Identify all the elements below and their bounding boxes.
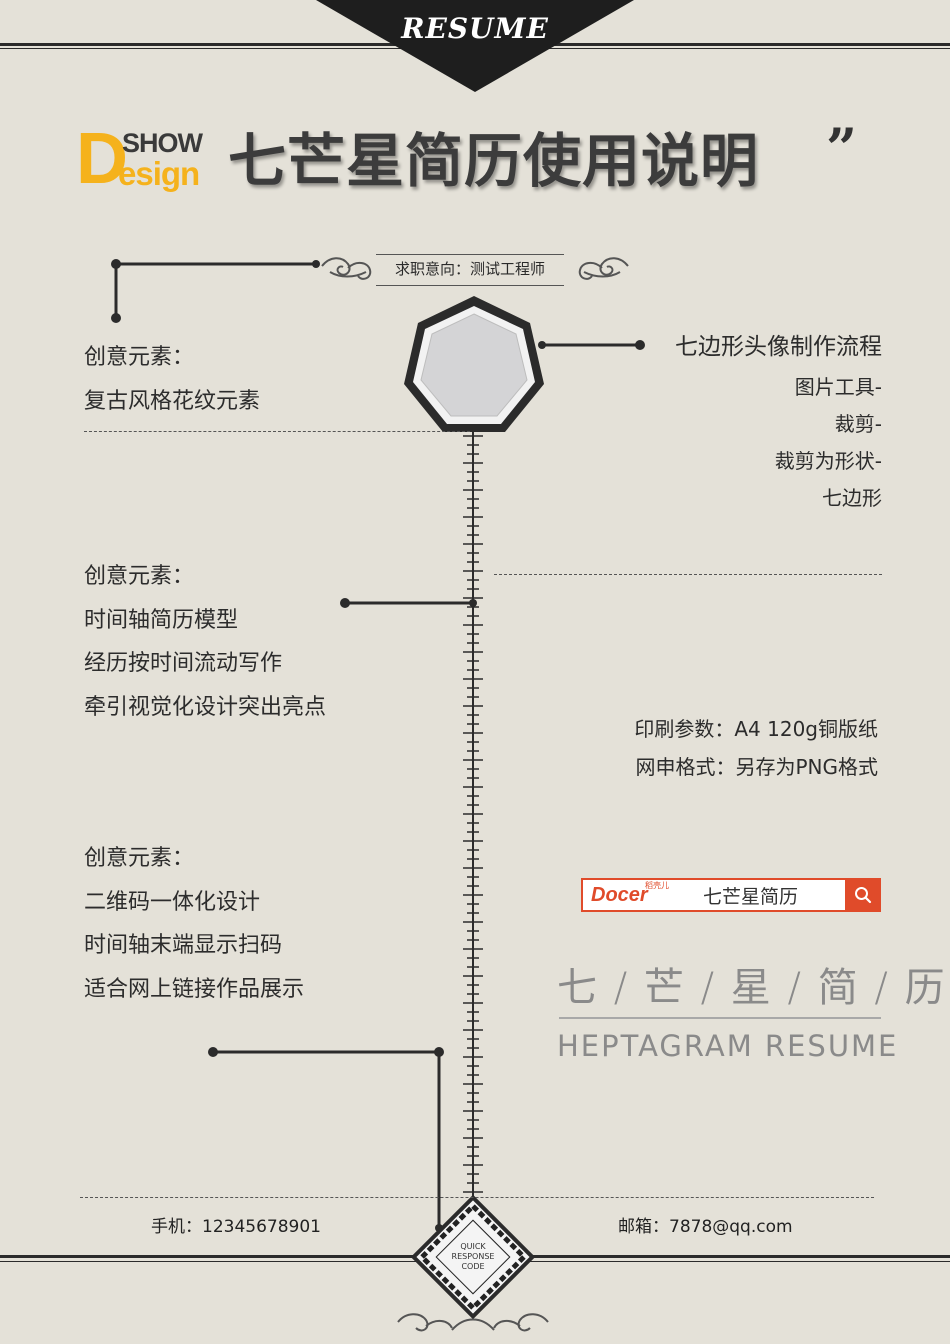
ornament-right [578, 257, 629, 280]
page-title: 七芒星简历使用说明 [228, 127, 760, 195]
title-quote-mark: ” [826, 116, 858, 180]
qr-diamond [410, 1194, 536, 1320]
qr-label: QUICK RESPONSE CODE [440, 1242, 506, 1272]
qr-label-line1: QUICK [460, 1242, 486, 1251]
timeline-ticks [463, 435, 483, 1193]
heptagon-avatar [404, 296, 544, 432]
divider-bottom [80, 1197, 874, 1198]
print-params-line-1: 印刷参数：A4 120g铜版纸 [634, 717, 878, 741]
divider-right-1 [494, 574, 882, 575]
left-block-3-line-2: 时间轴末端显示扫码 [84, 933, 283, 958]
print-params-line-2: 网申格式：另存为PNG格式 [635, 755, 878, 779]
qr-label-line3: CODE [461, 1262, 485, 1271]
connector-top-left [111, 259, 320, 323]
left-block-3-heading: 创意元素： [84, 846, 195, 871]
left-block-2-line-1: 时间轴简历模型 [84, 608, 239, 633]
brand-chinese: 七 / 芒 / 星 / 简 / 历 [557, 965, 947, 1011]
search-icon [855, 887, 872, 904]
banner-title: RESUME [401, 12, 549, 45]
left-block-2-heading: 创意元素： [84, 564, 195, 589]
left-block-1-heading: 创意元素： [84, 345, 195, 370]
avatar-process-title: 七边形头像制作流程 [675, 334, 882, 360]
docer-logo: Docer 稻壳儿 [583, 881, 693, 907]
brand-english: HEPTAGRAM RESUME [557, 1029, 899, 1063]
contact-email: 邮箱：7878@qq.com [618, 1217, 793, 1237]
connector-bottom [208, 1047, 444, 1232]
left-block-3-line-3: 适合网上链接作品展示 [84, 977, 305, 1002]
logo-esign: esign [118, 155, 200, 192]
left-block-2-line-2: 经历按时间流动写作 [84, 651, 283, 676]
avatar-step-1: 图片工具- [794, 375, 882, 399]
search-button[interactable] [845, 878, 881, 912]
brand-divider [559, 1017, 881, 1019]
job-intention: 求职意向：测试工程师 [376, 254, 564, 286]
ornament-left [321, 257, 372, 280]
avatar-step-4: 七边形 [822, 486, 882, 510]
ornament-bottom [397, 1313, 549, 1332]
left-block-1-line: 复古风格花纹元素 [84, 389, 261, 414]
contact-phone: 手机：12345678901 [151, 1217, 321, 1237]
logo-show: SHOW [122, 128, 203, 158]
left-block-2-line-3: 牵引视觉化设计突出亮点 [84, 695, 327, 720]
avatar-step-3: 裁剪为形状- [774, 449, 882, 473]
left-block-3-line-1: 二维码一体化设计 [84, 890, 261, 915]
avatar-step-2: 裁剪- [834, 412, 882, 436]
qr-label-line2: RESPONSE [451, 1252, 495, 1261]
docer-logo-text: Docer [591, 883, 648, 906]
logo-letter-d: D [76, 119, 128, 199]
resume-banner: RESUME [316, 0, 634, 92]
docer-logo-small: 稻壳儿 [645, 880, 669, 890]
search-input[interactable]: 七芒星简历 [703, 885, 799, 908]
divider-left-1 [84, 431, 470, 432]
search-bar[interactable]: Docer 稻壳儿 七芒星简历 [581, 878, 881, 912]
